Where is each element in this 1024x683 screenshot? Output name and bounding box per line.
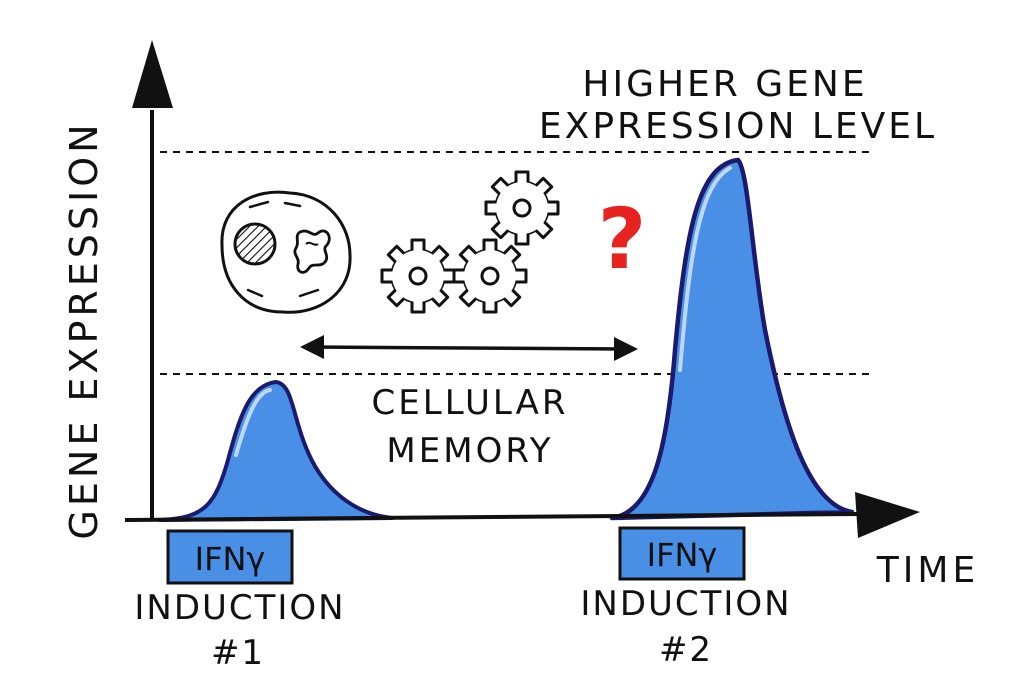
ifng-box-2-label: IFNγ [647,536,718,574]
induction-2-label-line-1: INDUCTION [580,584,791,624]
higher-level-label-line-1: HIGHER GENE [582,64,867,105]
peak-2-highlight [678,166,732,372]
induction-2-label-line-2: #2 [659,630,713,670]
induction-1-label-line-2: #1 [211,633,265,673]
cell-icon [220,190,352,314]
ifng-box-1: IFNγ [166,529,294,585]
memory-label-line-1: CELLULAR [372,383,569,423]
higher-level-label-line-2: EXPRESSION LEVEL [539,106,937,147]
expression-peak-1 [158,380,394,522]
double-arrow-icon [300,335,638,361]
x-axis-label: TIME [876,550,979,591]
peak-1-highlight [234,388,272,457]
memory-label-line-2: MEMORY [386,431,553,471]
ifng-box-1-label: IFNγ [195,540,266,578]
x-axis-line [124,512,861,522]
y-axis-arrowhead [132,40,173,108]
ifng-box-2: IFNγ [618,526,746,581]
x-axis-arrowhead [855,492,920,538]
induction-1-label-line-1: INDUCTION [134,588,345,628]
gears-icon [380,170,560,314]
question-mark-icon: ? [598,190,647,288]
y-axis-label: GENE EXPRESSION [62,120,106,539]
expression-peak-2 [609,157,855,521]
